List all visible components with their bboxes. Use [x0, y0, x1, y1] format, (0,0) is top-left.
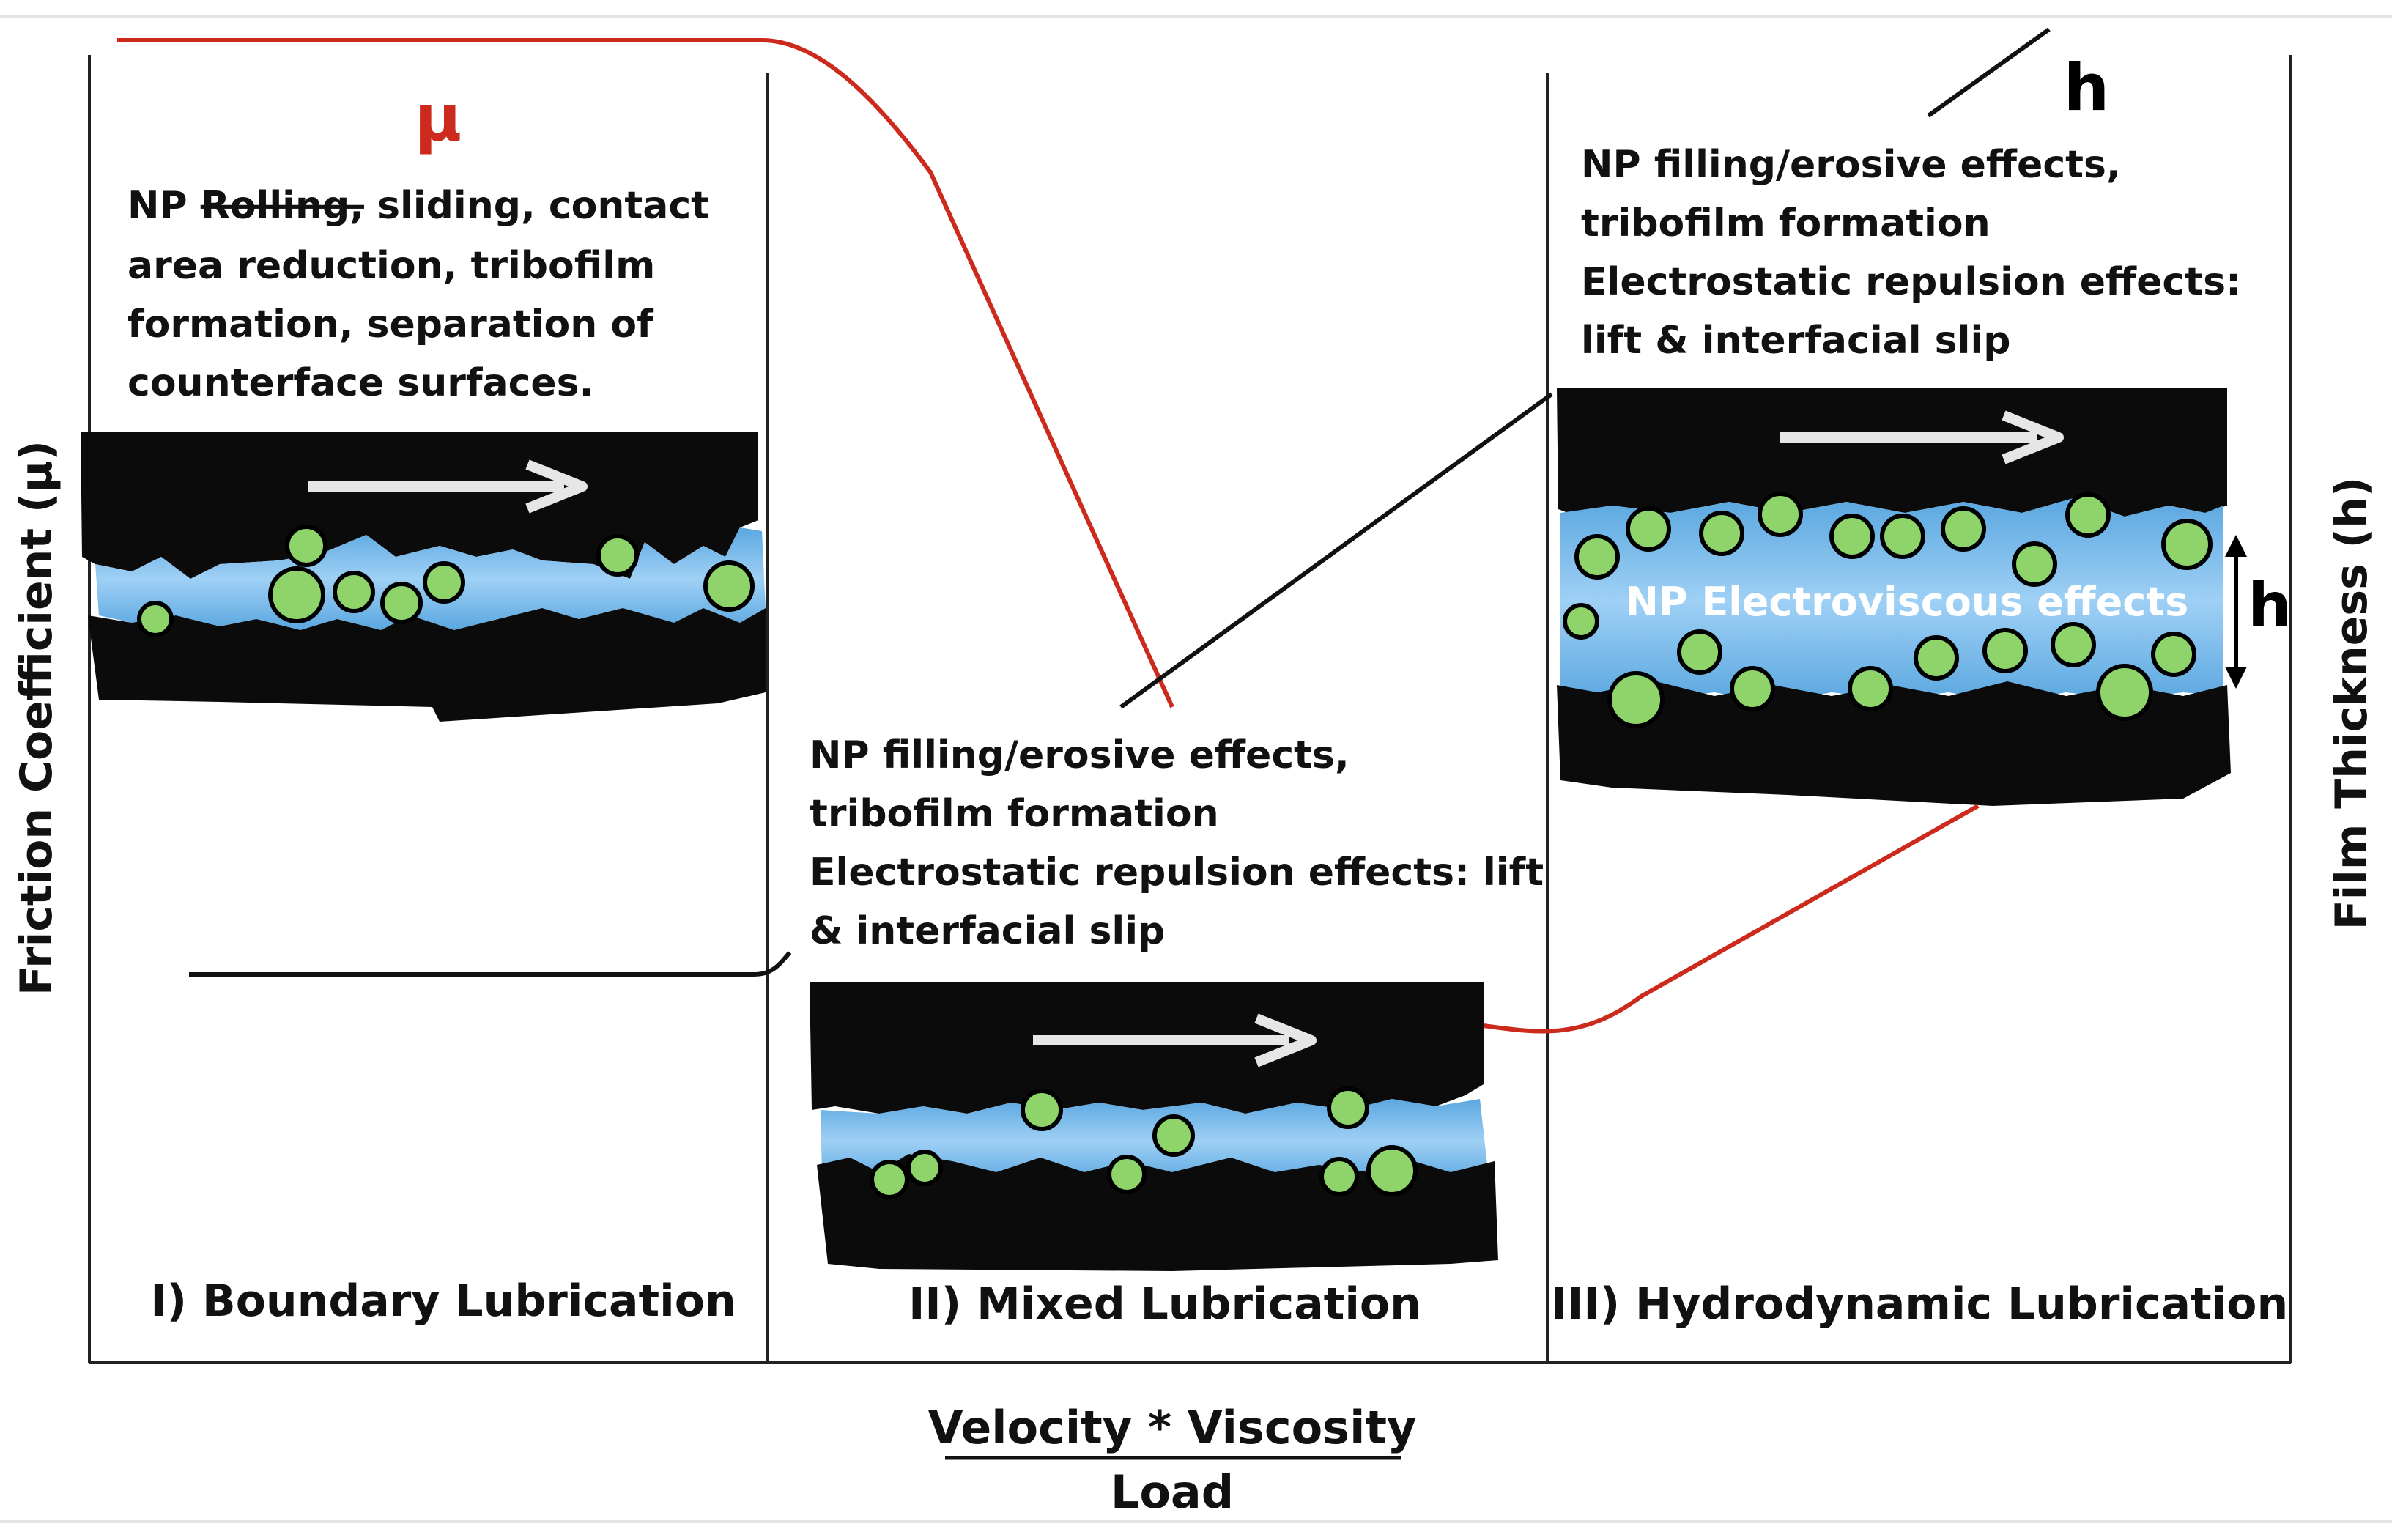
film-thickness-curve-rising	[1119, 392, 1553, 709]
nanoparticle	[333, 571, 375, 613]
regime-title-hydrodynamic: III) Hydrodynamic Lubrication	[1551, 1278, 2288, 1330]
nanoparticle	[1319, 1157, 1359, 1196]
nanoparticle	[1941, 506, 1986, 552]
nanoparticle	[1563, 603, 1599, 640]
hydro-text-line-4: lift & interfacial slip	[1581, 319, 2011, 363]
nanoparticle	[1107, 1155, 1147, 1194]
electroviscous-label: NP Electroviscous effects	[1626, 579, 2188, 625]
nanoparticle	[1021, 1089, 1063, 1131]
mixed-mechanisms-text: NP filling/erosive effects, tribofilm fo…	[810, 733, 1544, 953]
lower-surface	[88, 608, 766, 722]
nanoparticle	[2151, 632, 2196, 677]
boundary-text-line-4: counterface surfaces.	[127, 361, 593, 405]
nanoparticles	[1563, 492, 2213, 728]
y-axis-left-label: Friction Coefficient (μ)	[11, 440, 62, 996]
friction-coefficient-curve	[117, 38, 1174, 708]
nanoparticle	[1982, 628, 2028, 673]
nanoparticle	[1848, 666, 1893, 711]
nanoparticles	[870, 1086, 1418, 1199]
nanoparticle	[423, 561, 465, 604]
nanoparticle	[1699, 511, 1744, 556]
hydro-text-line-1: NP filling/erosive effects,	[1581, 143, 2121, 187]
boundary-mechanisms-text: NP Rolling, sliding, contact area reduct…	[127, 184, 709, 405]
nanoparticle	[906, 1150, 943, 1186]
lower-surface	[1557, 681, 2231, 806]
upper-surface	[1557, 388, 2227, 517]
flow-arrowhead	[2002, 410, 2064, 464]
nanoparticle	[137, 601, 174, 637]
nanoparticle	[1152, 1114, 1195, 1157]
mixed-contact-inset	[810, 982, 1498, 1271]
hydro-text-line-2: tribofilm formation	[1581, 201, 1991, 245]
nanoparticle	[2065, 492, 2111, 538]
boundary-text-line-1: NP Rolling, sliding, contact	[127, 184, 709, 228]
boundary-text-line-3: formation, separation of	[127, 303, 654, 347]
upper-surface	[810, 982, 1484, 1114]
nanoparticle	[1366, 1145, 1418, 1196]
nanoparticle	[2096, 664, 2153, 721]
nanoparticle	[1677, 629, 1722, 675]
nanoparticle	[1607, 671, 1665, 728]
nanoparticle	[2051, 622, 2096, 667]
film-thickness-curve-low	[189, 951, 792, 977]
nanoparticle	[380, 582, 423, 624]
nanoparticle	[1730, 666, 1775, 711]
nanoparticle	[1914, 635, 1959, 681]
hydro-text-line-3: Electrostatic repulsion effects:	[1581, 260, 2241, 304]
nanoparticle	[1829, 514, 1875, 559]
hydrodynamic-contact-inset: NP Electroviscous effects h	[1557, 388, 2292, 806]
regime-frame	[88, 55, 2292, 1364]
nanoparticle	[2161, 519, 2213, 570]
nanoparticle	[703, 560, 755, 612]
nanoparticle	[1327, 1086, 1369, 1129]
nanoparticle	[2012, 541, 2057, 587]
mixed-text-line-3: Electrostatic repulsion effects: lift	[810, 851, 1544, 895]
nanoparticles	[137, 525, 755, 637]
boundary-text-line-2: area reduction, tribofilm	[127, 244, 655, 288]
nanoparticle	[1626, 506, 1671, 552]
nanoparticle	[285, 525, 327, 567]
regime-title-boundary: I) Boundary Lubrication	[150, 1276, 736, 1327]
nanoparticle	[870, 1160, 909, 1199]
boundary-text-line-1-rest: sliding, contact	[364, 184, 709, 228]
film-thickness-curve-high	[1927, 27, 2051, 118]
hydrodynamic-mechanisms-text: NP filling/erosive effects, tribofilm fo…	[1581, 143, 2241, 363]
upper-surface	[81, 432, 758, 579]
h-curve-label: h	[2064, 50, 2110, 125]
sliding-arrowhead	[525, 459, 588, 514]
friction-coefficient-curve-rising	[1483, 804, 1980, 1034]
mixed-text-line-2: tribofilm formation	[810, 792, 1219, 836]
mixed-text-line-4: & interfacial slip	[810, 909, 1165, 953]
y-axis-right-label: Film Thickness (h)	[2326, 477, 2377, 930]
np-prefix: NP	[127, 184, 201, 228]
mixed-text-line-1: NP filling/erosive effects,	[810, 733, 1349, 777]
gap-h-label: h	[2248, 569, 2292, 641]
regime-title-mixed: II) Mixed Lubrication	[908, 1278, 1421, 1330]
nanoparticle	[1758, 492, 1803, 537]
mu-curve-label: μ	[415, 81, 462, 156]
x-axis-denominator-label: Load	[1111, 1465, 1234, 1519]
boundary-contact-inset	[81, 432, 766, 722]
nanoparticle	[268, 566, 325, 623]
rolling-struck-word: Rolling,	[201, 184, 364, 228]
nanoparticle	[596, 534, 639, 577]
nanoparticle	[1574, 534, 1620, 580]
nanoparticle	[1880, 514, 1925, 559]
sliding-arrowhead	[1254, 1013, 1317, 1067]
x-axis-numerator-label: Velocity * Viscosity	[928, 1401, 1417, 1454]
